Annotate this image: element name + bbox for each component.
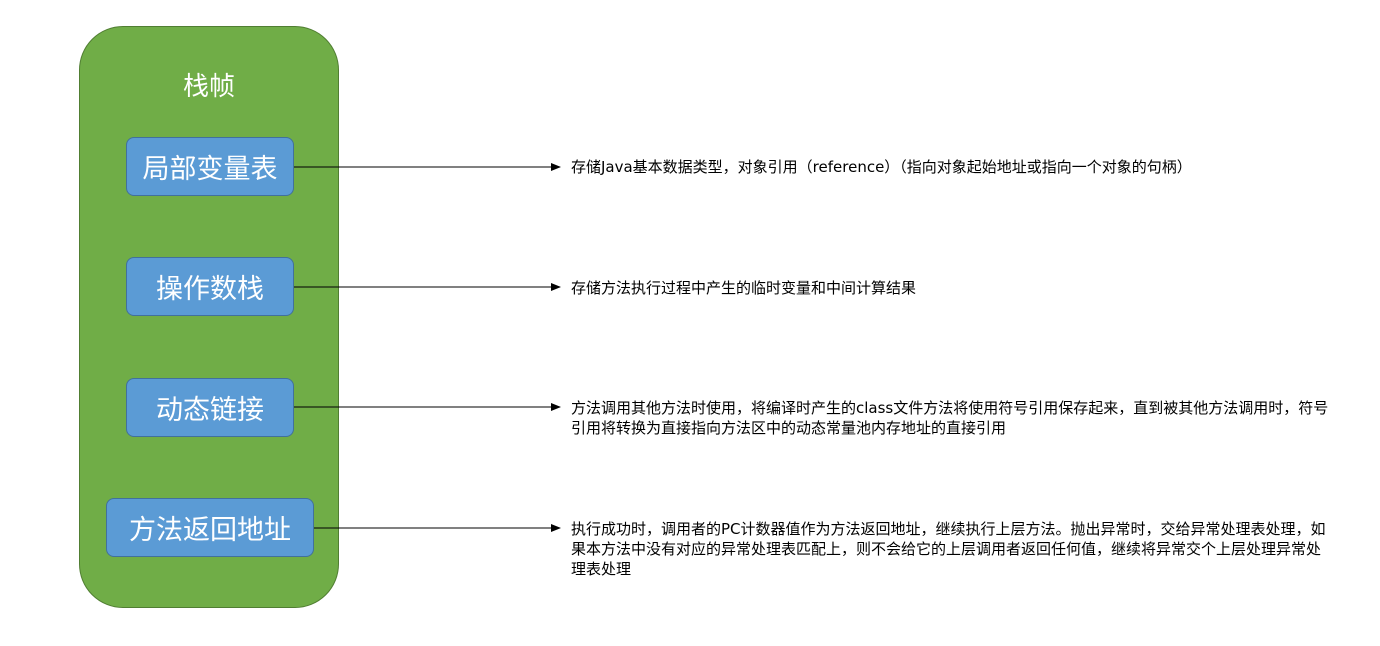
local-variable-table-description: 存储Java基本数据类型，对象引用（reference）（指向对象起始地址或指向… (571, 158, 1192, 176)
operand-stack-description: 存储方法执行过程中产生的临时变量和中间计算结果 (571, 279, 917, 297)
local-variable-table-box: 局部变量表 (126, 137, 294, 196)
operand-stack-box: 操作数栈 (126, 257, 294, 316)
stack-frame-title: 栈帧 (182, 72, 235, 102)
dynamic-linking-box: 动态链接 (126, 378, 294, 437)
return-address-box: 方法返回地址 (106, 498, 314, 557)
dynamic-linking-description: 方法调用其他方法时使用，将编译时产生的class文件方法将使用符号引用保存起来，… (571, 399, 1329, 437)
return-address-description: 执行成功时，调用者的PC计数器值作为方法返回地址，继续执行上层方法。抛出异常时，… (571, 520, 1326, 578)
